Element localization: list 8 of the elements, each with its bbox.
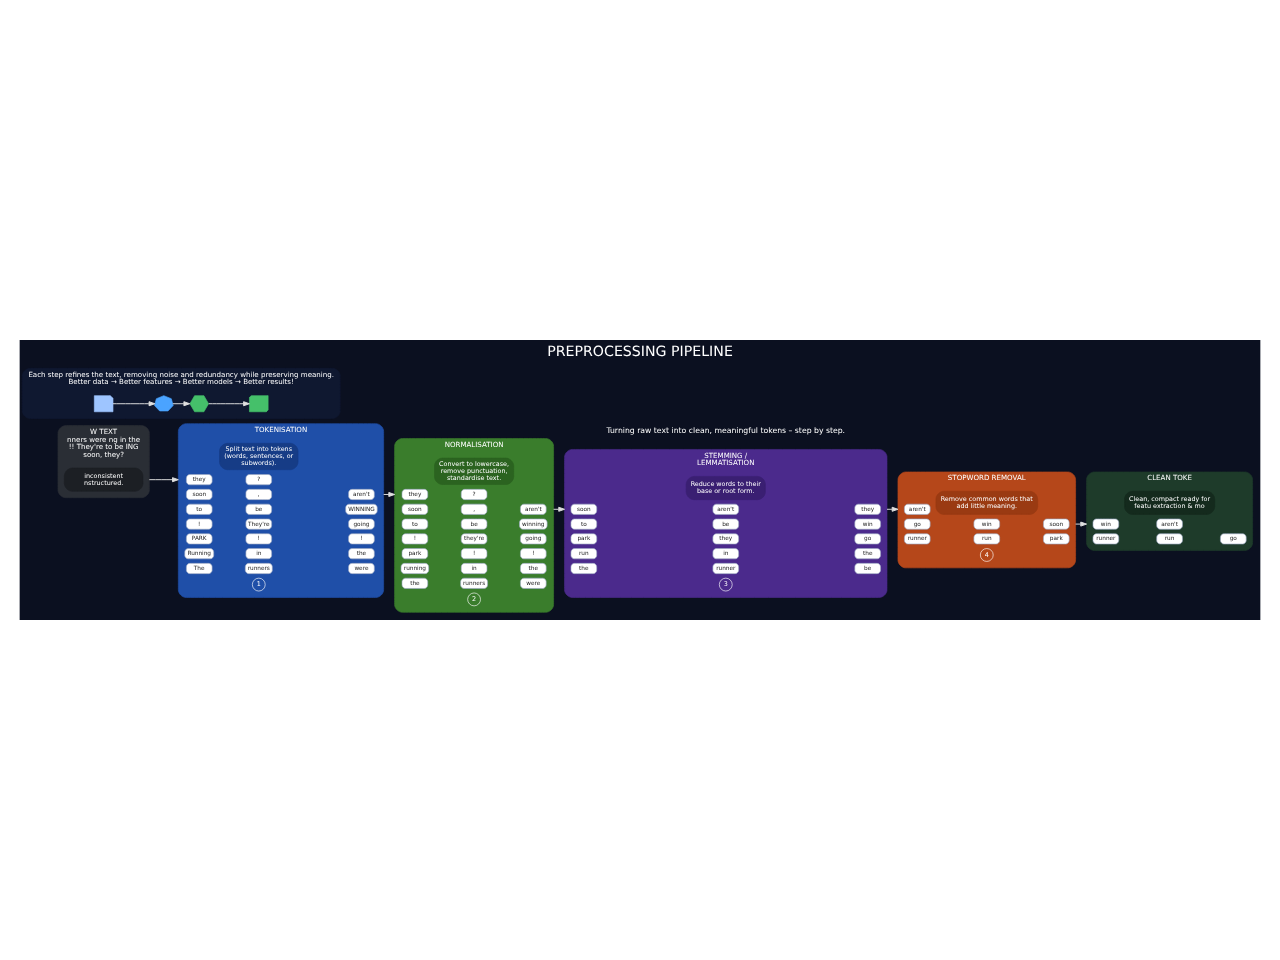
node-network: [189, 395, 209, 413]
arrow: [886, 506, 899, 512]
arrow: [148, 477, 179, 483]
node-gear: [154, 395, 174, 412]
arrow: [112, 401, 156, 407]
arrow: [172, 401, 191, 407]
arrow: [1075, 521, 1088, 527]
arrow: [208, 401, 250, 407]
